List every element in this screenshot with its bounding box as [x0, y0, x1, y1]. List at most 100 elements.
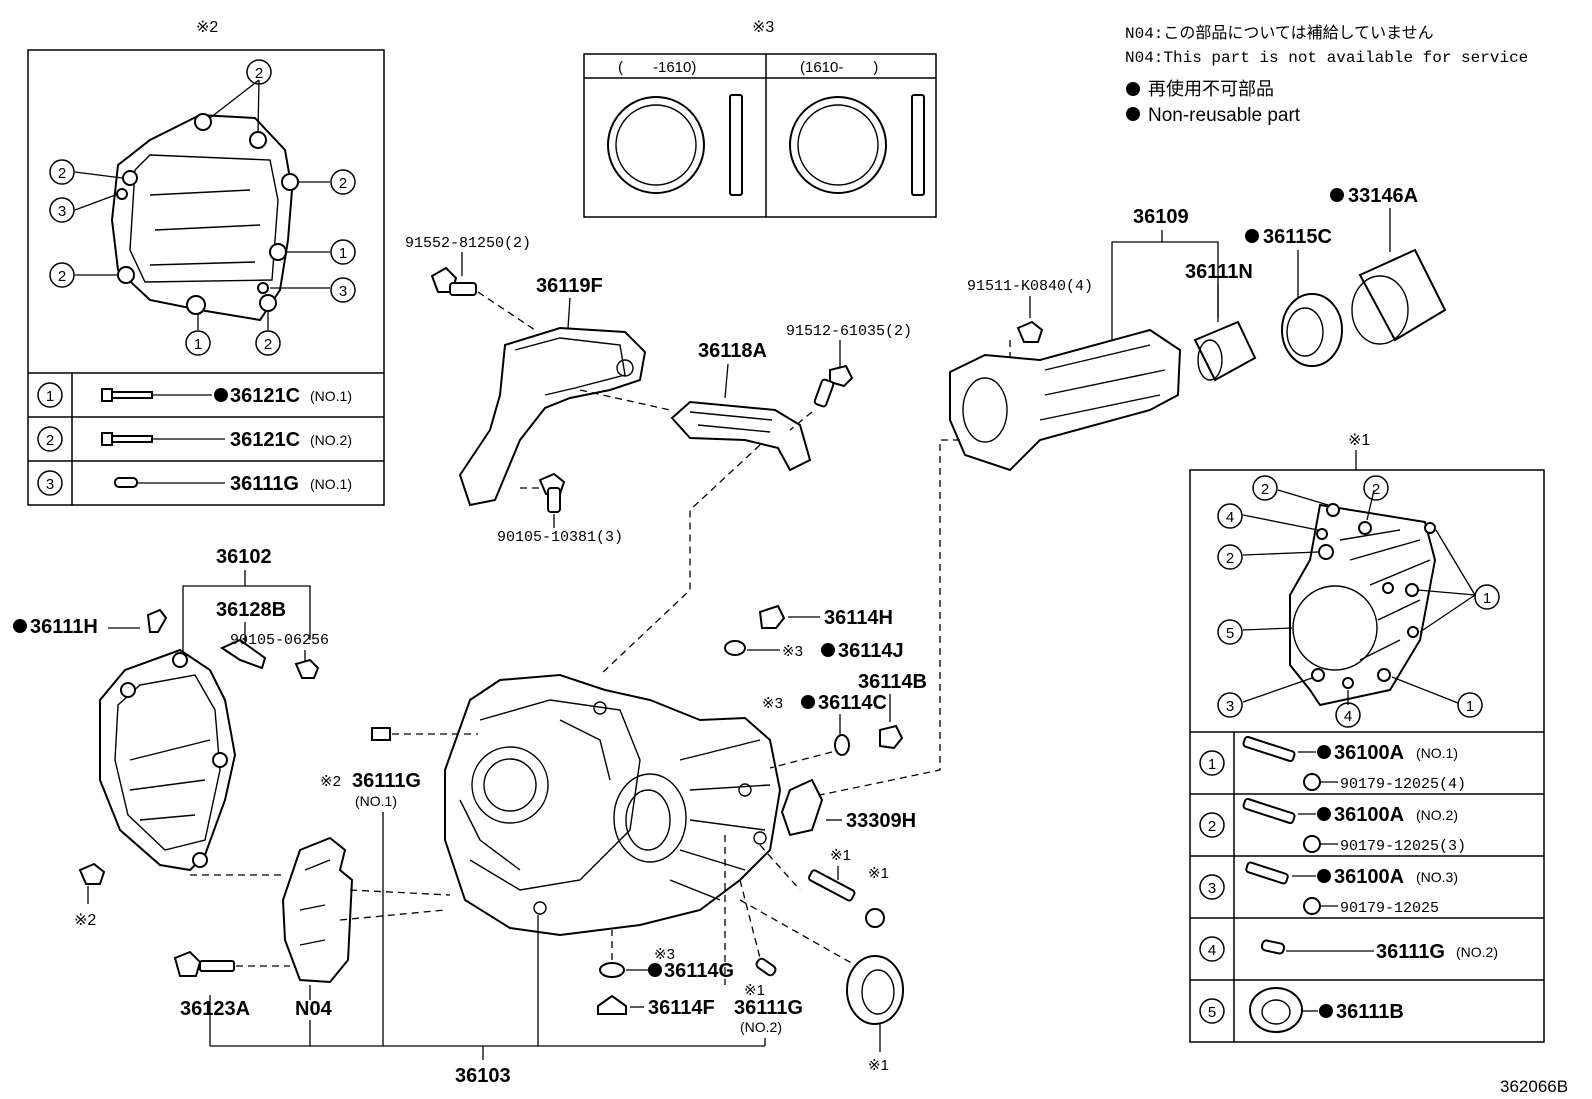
svg-text:2: 2: [255, 65, 263, 82]
note-nonreuse-jp: 再使用不可部品: [1148, 79, 1274, 99]
part-spec: (NO.2): [1456, 944, 1498, 960]
gasket-36114G-icon: [599, 962, 625, 978]
transfer-case-assembly: 36114H ※3 36114J 36114B ※3 36114C ※2 361…: [173, 604, 927, 1087]
nut-icon: [1303, 835, 1321, 853]
label-36114G[interactable]: 36114G: [664, 960, 734, 982]
bracket-36119F-icon: [458, 326, 647, 507]
label-90105-06256[interactable]: 90105-06256: [230, 632, 329, 649]
callout-2: 2: [49, 159, 75, 185]
non-reusable-dot-icon: [1317, 807, 1331, 821]
label-36114J[interactable]: 36114J: [838, 640, 904, 662]
svg-text:2: 2: [1372, 481, 1380, 498]
non-reusable-dot-icon: [648, 963, 662, 977]
part-spec: (NO.1): [310, 388, 352, 404]
label-36114C[interactable]: 36114C: [818, 692, 887, 714]
stud-icon: [1242, 797, 1296, 825]
non-reusable-dot-icon: [1317, 869, 1331, 883]
kit-col-left: ( -1610): [618, 59, 696, 76]
right-table-row-3[interactable]: 3 36100A (NO.3) 90179-12025: [1199, 861, 1458, 917]
right-table-row-4[interactable]: 4 36111G (NO.2): [1199, 936, 1498, 963]
part-number: 36121C: [230, 385, 300, 407]
svg-text:2: 2: [339, 175, 347, 192]
label-36118A[interactable]: 36118A: [698, 340, 767, 362]
seal-33309H-icon: [780, 778, 824, 837]
label-36111H[interactable]: 36111H: [30, 616, 98, 638]
left-table-row-1[interactable]: 1 36121C (NO.1): [37, 382, 352, 408]
callout-2: 2: [1217, 544, 1243, 570]
gasket-36114C-icon: [834, 734, 850, 756]
label-33146A[interactable]: 33146A: [1348, 185, 1418, 207]
nut-icon: [1303, 897, 1321, 915]
left-table-row-2[interactable]: 2 36121C (NO.2): [37, 426, 352, 452]
callout-2: 2: [49, 262, 75, 288]
non-reusable-dot-icon: [1317, 745, 1331, 759]
part-spec: (NO.2): [1416, 807, 1458, 823]
label-36103[interactable]: 36103: [455, 1065, 511, 1087]
callout-2: 2: [1363, 475, 1389, 501]
detail-box-frame: [1189, 469, 1545, 1043]
right-table-row-1[interactable]: 1 36100A (NO.1) 90179-12025(4): [1199, 735, 1466, 793]
callout-2: 2: [246, 59, 272, 85]
pin-36111G-icon: [755, 957, 777, 977]
nut-number: 90179-12025: [1340, 900, 1439, 917]
label-36111N[interactable]: 36111N: [1185, 261, 1253, 283]
label-91552[interactable]: 91552-81250(2): [405, 235, 531, 252]
nut-number: 90179-12025(4): [1340, 776, 1466, 793]
svg-text:2: 2: [58, 268, 66, 285]
nut-icon: [1303, 773, 1321, 791]
part-spec: (NO.1): [310, 476, 352, 492]
label-N04[interactable]: N04: [295, 998, 333, 1020]
left-table-row-3[interactable]: 3 36111G (NO.1): [37, 470, 352, 496]
note-n04-en: N04:This part is not available for servi…: [1125, 49, 1528, 67]
label-36114F[interactable]: 36114F: [648, 997, 715, 1019]
part-number: 36111G: [230, 473, 299, 495]
bolt-icon: [294, 658, 320, 679]
part-number: 36121C: [230, 429, 300, 451]
plug-36114F-icon: [597, 994, 627, 1015]
label-36114B[interactable]: 36114B: [858, 671, 927, 693]
label-33309H[interactable]: 33309H: [846, 810, 916, 832]
o-ring-icon: [789, 96, 887, 194]
label-91512[interactable]: 91512-61035(2): [786, 323, 912, 340]
svg-text:2: 2: [1208, 818, 1216, 835]
dust-boot-33146A-icon: [1358, 248, 1447, 342]
part-spec: (NO.2): [310, 432, 352, 448]
figure-id: 362066B: [1500, 1077, 1568, 1096]
right-table-row-2[interactable]: 2 36100A (NO.2) 90179-12025(3): [1199, 797, 1466, 855]
note-nonreuse-en: Non-reusable part: [1148, 105, 1301, 126]
non-reusable-dot-icon: [1330, 188, 1344, 202]
right-table-row-5[interactable]: 5 36111B: [1199, 987, 1404, 1033]
part-number: 36111G: [1376, 941, 1445, 963]
label-36111G-no2[interactable]: 36111G: [734, 997, 803, 1019]
svg-text:3: 3: [46, 476, 54, 493]
label-36115C[interactable]: 36115C: [1263, 226, 1332, 248]
label-36109[interactable]: 36109: [1133, 206, 1189, 228]
label-36102[interactable]: 36102: [216, 546, 272, 568]
mark-1-label: ※1: [868, 865, 889, 882]
extension-housing-36109-icon: [949, 328, 1182, 472]
label-36128B[interactable]: 36128B: [216, 599, 286, 621]
svg-text:1: 1: [1208, 756, 1216, 773]
label-no2: (NO.2): [740, 1019, 782, 1035]
mark-3-label: ※3: [654, 946, 675, 963]
mark-1-label: ※1: [830, 847, 851, 864]
label-90105-10381[interactable]: 90105-10381(3): [497, 529, 623, 546]
bolt-icon: [173, 950, 202, 977]
non-reusable-dot-icon: [1245, 229, 1259, 243]
callout-2: 2: [330, 169, 356, 195]
stud-bolt-icon: [101, 388, 153, 402]
label-36114H[interactable]: 36114H: [824, 607, 893, 629]
mark-3-label: ※3: [762, 695, 783, 712]
bolt-icon: [829, 364, 854, 388]
nut-icon: [865, 908, 885, 928]
label-36111G-no1[interactable]: 36111G: [352, 770, 421, 792]
mark-2-label: ※2: [320, 773, 341, 790]
mark-2-label: ※2: [196, 19, 218, 36]
label-36123A[interactable]: 36123A: [180, 998, 250, 1020]
detail-box-frame: [27, 49, 385, 506]
label-91511[interactable]: 91511-K0840(4): [967, 278, 1093, 295]
clip-36128B-icon: [219, 638, 267, 670]
svg-text:2: 2: [1261, 481, 1269, 498]
svg-text:4: 4: [1208, 942, 1216, 959]
label-36119F[interactable]: 36119F: [536, 275, 603, 297]
